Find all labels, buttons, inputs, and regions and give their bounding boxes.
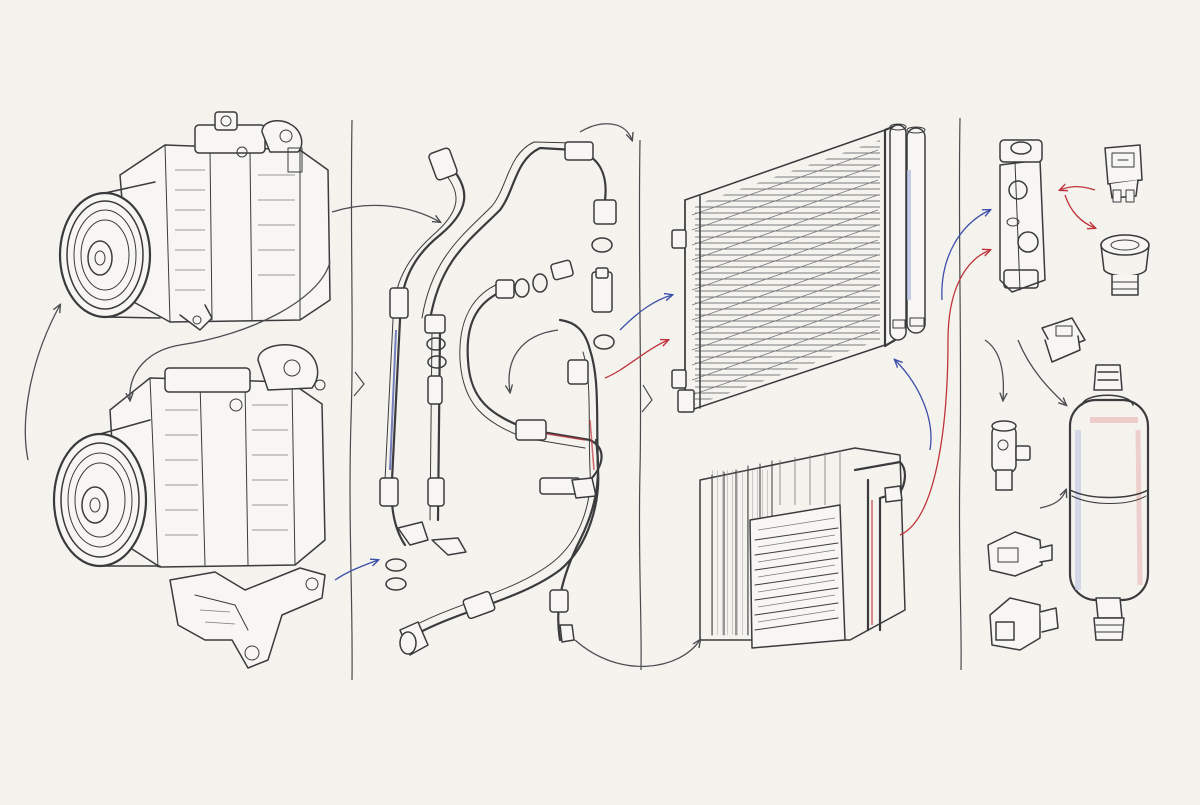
compressor-upper [58, 111, 331, 331]
flow-arrows [24, 123, 1095, 668]
receiver-drier [1068, 364, 1150, 641]
schrader-valve [987, 531, 1053, 577]
o-ring-icon [514, 278, 530, 298]
service-port [991, 420, 1031, 491]
condenser [671, 123, 926, 413]
section-dividers [349, 117, 962, 681]
evaporator [699, 447, 906, 649]
discharge-line [428, 146, 607, 322]
electrical-connector-mid [1041, 317, 1086, 363]
hose-assembly [379, 141, 617, 656]
expansion-valve [999, 139, 1046, 293]
o-rings [385, 237, 615, 591]
electrical-connector-top [1104, 144, 1143, 203]
pressure-switch [1100, 234, 1150, 296]
mounting-bracket [169, 567, 326, 669]
compressor-lower [52, 344, 326, 568]
small-switch [989, 597, 1059, 651]
suction-line [390, 166, 466, 547]
